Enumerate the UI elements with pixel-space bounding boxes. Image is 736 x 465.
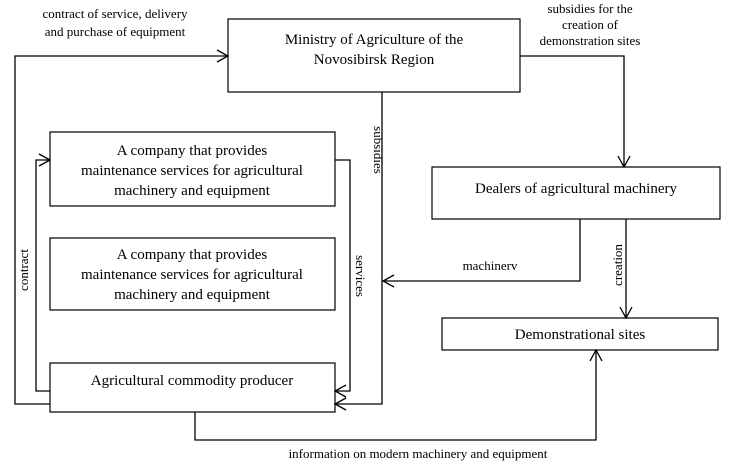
arrowhead (617, 155, 631, 169)
producer-label: Agricultural commodity producer (91, 373, 293, 389)
node-service-company-2: A company that provides maintenance serv… (49, 237, 336, 311)
arrowhead (619, 306, 633, 320)
demo-sites-label: Demonstrational sites (515, 327, 646, 343)
edge-label-subsidies-demo-line-1: subsidies for the (547, 1, 632, 16)
edge-subsidies (333, 92, 383, 411)
edge-label-contract-service-line-1: contract of service, delivery (42, 6, 188, 21)
node-producer: Agricultural commodity producer (49, 362, 336, 413)
edge-contract-service (14, 49, 230, 405)
dealers-label: Dealers of agricultural machinery (475, 181, 677, 197)
node-demo-sites: Demonstrational sites (441, 317, 719, 351)
ministry-label-line-1: Ministry of Agriculture of the (285, 32, 464, 48)
service-company-1-line-2: maintenance services for agricultural (81, 163, 303, 179)
edge-label-machinery: machinerv (463, 258, 518, 273)
edge-label-information: information on modern machinery and equi… (289, 446, 548, 461)
edge-subsidies-demo (520, 55, 631, 169)
edge-machinery (381, 219, 581, 288)
service-company-2-line-2: maintenance services for agricultural (81, 267, 303, 283)
service-company-1-line-1: A company that provides (117, 143, 268, 159)
arrowhead (333, 384, 347, 398)
ministry-label-line-2: Novosibirsk Region (314, 52, 435, 68)
edge-label-contract: contract (16, 249, 31, 291)
service-company-1-line-3: machinery and equipment (114, 183, 271, 199)
arrowhead (333, 397, 347, 411)
node-service-company-1: A company that provides maintenance serv… (49, 131, 336, 207)
edge-services (333, 159, 351, 398)
service-company-2-line-1: A company that provides (117, 247, 268, 263)
edge-label-subsidies-demo-line-2: creation of (562, 17, 619, 32)
arrowhead (216, 49, 230, 63)
edge-information (194, 348, 603, 441)
edge-contract (35, 153, 52, 392)
edge-creation (619, 219, 633, 320)
service-company-2-line-3: machinery and equipment (114, 287, 271, 303)
edge-label-subsidies: subsidies (371, 126, 386, 174)
edge-label-creation: creation (610, 244, 625, 286)
node-dealers: Dealers of agricultural machinery (431, 166, 721, 220)
edge-label-services: services (353, 255, 368, 297)
node-ministry: Ministry of Agriculture of the Novosibir… (227, 18, 521, 93)
edge-label-contract-service-line-2: and purchase of equipment (45, 24, 186, 39)
arrowhead (589, 348, 603, 362)
arrowhead (38, 153, 52, 167)
edge-label-subsidies-demo-line-3: demonstration sites (540, 33, 641, 48)
arrowhead (381, 274, 395, 288)
